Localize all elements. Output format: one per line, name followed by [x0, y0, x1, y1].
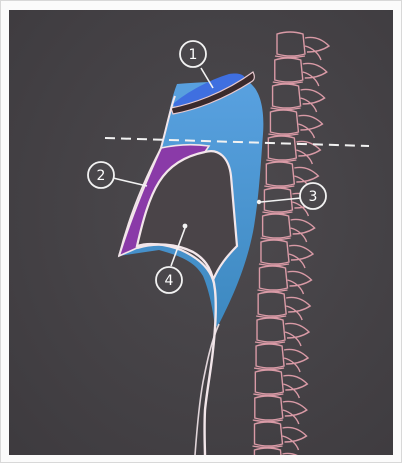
diagram-panel: 1 2 3 4: [9, 10, 393, 455]
callout-2: 2: [88, 162, 114, 188]
callout-1-label: 1: [189, 47, 198, 63]
callout-4-label: 4: [165, 273, 174, 289]
anatomy-diagram: 1 2 3 4: [9, 10, 393, 455]
callout-3-label: 3: [309, 189, 318, 205]
callout-3: 3: [300, 183, 326, 209]
callout-2-label: 2: [97, 168, 106, 184]
callout-3-point: [257, 200, 261, 204]
callout-4: 4: [156, 267, 182, 293]
callout-4-point: [183, 224, 188, 229]
callout-1: 1: [180, 41, 206, 67]
